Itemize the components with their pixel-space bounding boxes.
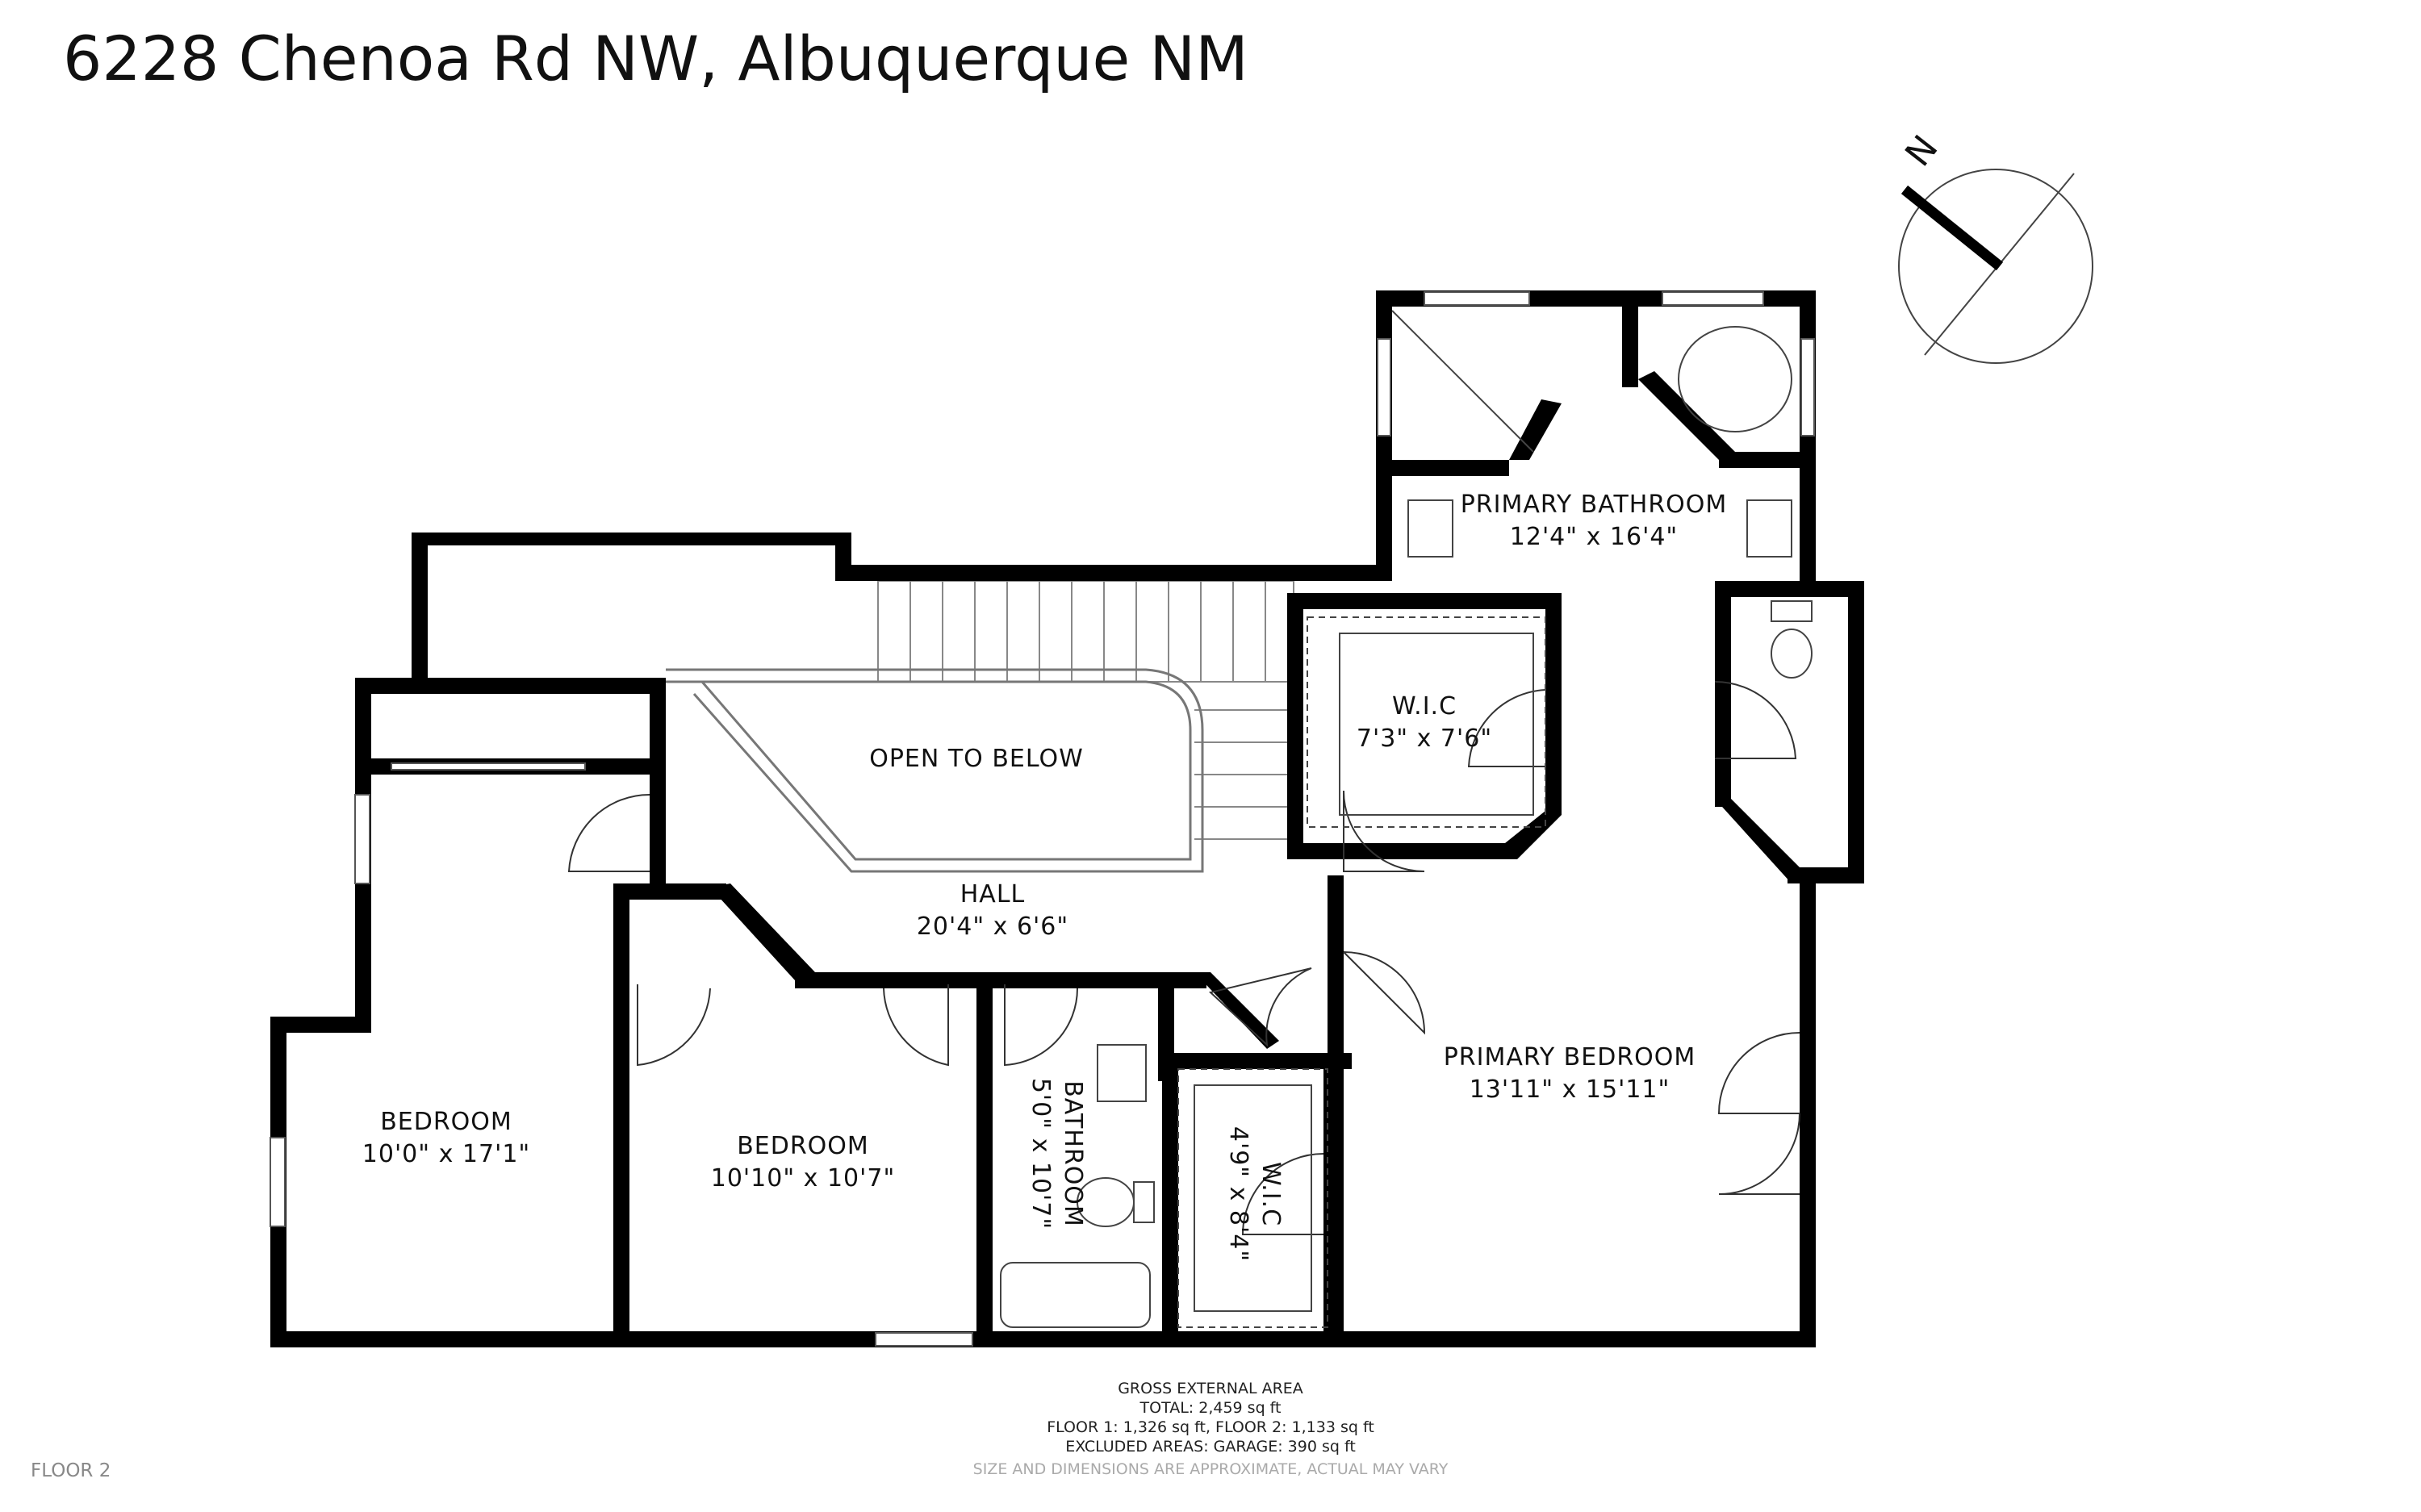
staircase — [877, 580, 1294, 840]
compass-label: N — [1897, 128, 1946, 174]
sink-icon — [1407, 499, 1453, 558]
bedroom-mid-size: 10'10" x 10'7" — [711, 1164, 896, 1192]
area-heading: GROSS EXTERNAL AREA — [1118, 1380, 1303, 1397]
fixtures — [1000, 310, 1813, 1328]
bathtub-icon — [1678, 326, 1792, 432]
open-to-below-outline — [666, 668, 1204, 873]
bathroom-name: BATHROOM — [1059, 1080, 1087, 1227]
primary-bathroom-size: 12'4" x 16'4" — [1510, 523, 1678, 551]
hall-name: HALL — [960, 880, 1026, 908]
primary-bedroom-size: 13'11" x 15'11" — [1470, 1076, 1670, 1104]
bathtub-icon — [1000, 1262, 1151, 1328]
floor-label: FLOOR 2 — [31, 1460, 111, 1481]
north-compass-icon: N — [1897, 128, 2093, 364]
windows — [270, 291, 1815, 1347]
wic-upper-name: W.I.C — [1392, 692, 1457, 720]
area-disclaimer: SIZE AND DIMENSIONS ARE APPROXIMATE, ACT… — [972, 1460, 1449, 1478]
sink-icon — [1097, 1044, 1147, 1102]
wic-lower-name: W.I.C — [1256, 1162, 1285, 1226]
wic-lower-size: 4'9" x 8'4" — [1224, 1126, 1252, 1262]
bedroom-mid-name: BEDROOM — [737, 1132, 869, 1160]
open-to-below-name: OPEN TO BELOW — [869, 745, 1084, 773]
primary-bedroom-name: PRIMARY BEDROOM — [1444, 1043, 1696, 1071]
toilet-icon — [1771, 629, 1813, 679]
hall-size: 20'4" x 6'6" — [917, 913, 1068, 941]
sink-icon — [1746, 499, 1792, 558]
bedroom-left-size: 10'0" x 17'1" — [362, 1140, 530, 1168]
area-floors: FLOOR 1: 1,326 sq ft, FLOOR 2: 1,133 sq … — [1047, 1418, 1374, 1436]
walls — [270, 290, 1864, 1347]
page-title: 6228 Chenoa Rd NW, Albuquerque NM — [63, 23, 1248, 94]
primary-bathroom-name: PRIMARY BATHROOM — [1461, 491, 1728, 519]
area-total: TOTAL: 2,459 sq ft — [1139, 1399, 1282, 1417]
bathroom-size: 5'0" x 10'7" — [1027, 1078, 1055, 1230]
bedroom-left-name: BEDROOM — [380, 1108, 512, 1136]
area-excluded: EXCLUDED AREAS: GARAGE: 390 sq ft — [1065, 1438, 1356, 1456]
wic-upper-size: 7'3" x 7'6" — [1357, 725, 1492, 753]
doors — [567, 680, 1800, 1235]
